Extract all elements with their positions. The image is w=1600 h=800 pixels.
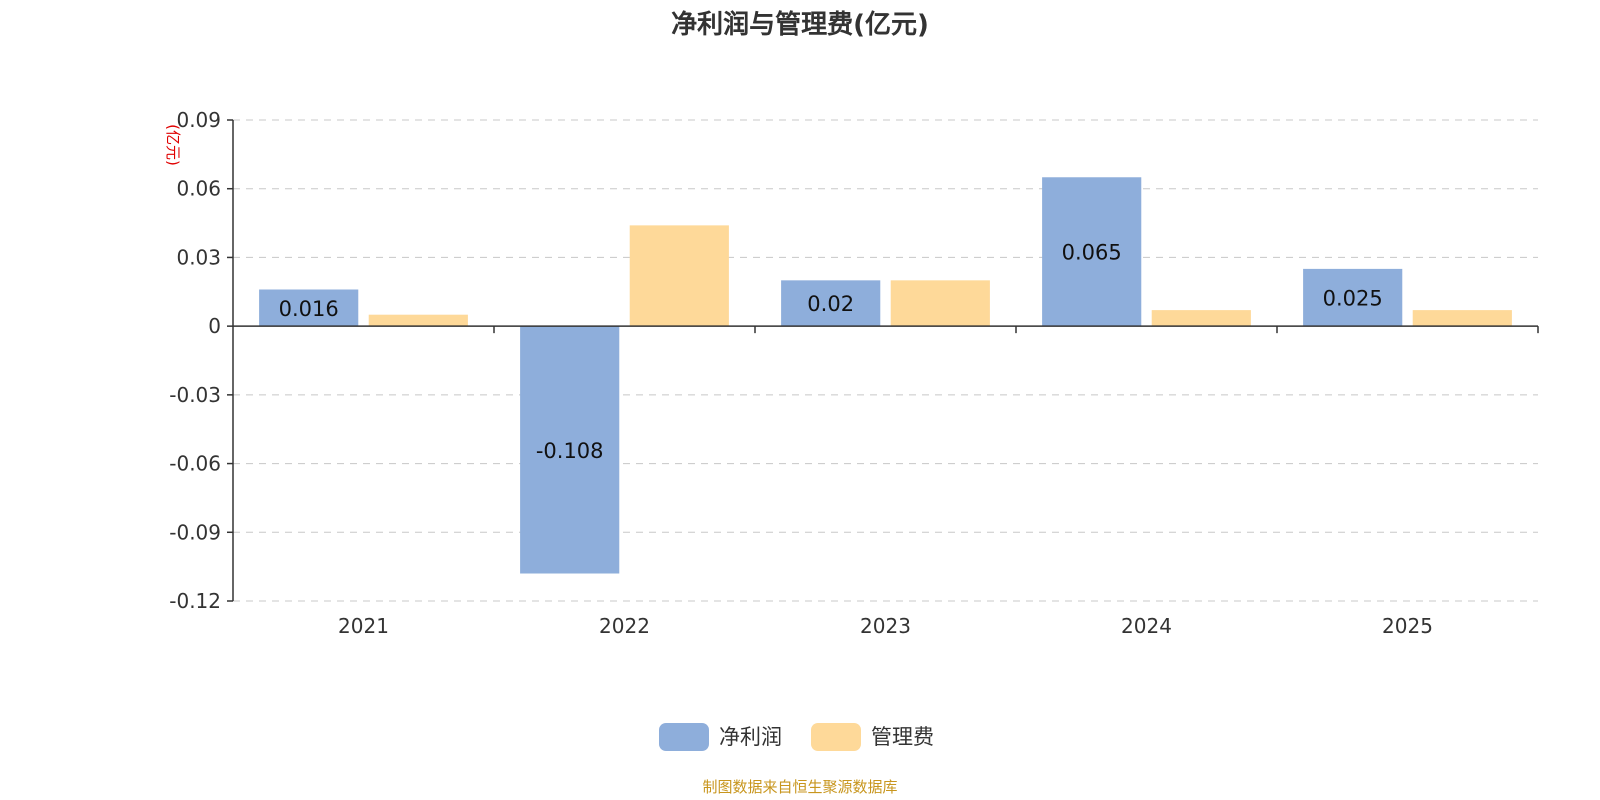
y-tick-label: -0.03 (169, 383, 221, 407)
data-label: 0.025 (1323, 287, 1383, 311)
bar-admin-expense-2025 (1412, 310, 1512, 327)
y-tick-label: -0.12 (169, 589, 221, 613)
chart-title: 净利润与管理费(亿元) (671, 9, 929, 40)
legend-swatch[interactable] (659, 723, 709, 751)
data-label: 0.016 (279, 297, 339, 321)
bar-net-profit-2023 (781, 280, 881, 327)
bar-net-profit-2024 (1042, 177, 1142, 327)
x-tick-label: 2024 (1121, 614, 1172, 638)
bar-net-profit-2022 (520, 326, 620, 574)
data-label: -0.108 (536, 439, 604, 463)
data-label: 0.02 (807, 292, 854, 316)
legend-swatch[interactable] (811, 723, 861, 751)
y-axis-unit-label: (亿元) (164, 124, 182, 166)
x-axis-ticks: 2021 2022 2023 2024 2025 (338, 614, 1433, 638)
legend: 净利润 管理费 (659, 723, 934, 751)
bars (259, 177, 1512, 574)
bar-admin-expense-2021 (368, 314, 468, 327)
grid-lines (233, 119, 1538, 602)
x-tick-label: 2023 (860, 614, 911, 638)
bar-admin-expense-2023 (890, 280, 990, 327)
y-axis-ticks: 0.09 0.06 0.03 0 -0.03 -0.06 -0.09 -0.12 (169, 108, 233, 613)
bar-net-profit-2021 (259, 289, 359, 327)
y-tick-label: -0.06 (169, 452, 221, 476)
legend-label[interactable]: 净利润 (719, 725, 782, 749)
x-tick-label: 2021 (338, 614, 389, 638)
bar-admin-expense-2022 (629, 225, 729, 327)
y-tick-label: 0 (208, 314, 221, 338)
data-label: 0.065 (1062, 241, 1122, 265)
bar-net-profit-2025 (1303, 268, 1403, 327)
axes (232, 120, 1539, 601)
y-tick-label: 0.03 (176, 245, 221, 269)
data-labels: 0.016 -0.108 0.02 0.065 0.025 (279, 241, 1383, 463)
x-tick-label: 2025 (1382, 614, 1433, 638)
legend-label[interactable]: 管理费 (871, 725, 934, 749)
y-tick-label: 0.09 (176, 108, 221, 132)
x-tick-label: 2022 (599, 614, 650, 638)
y-tick-label: -0.09 (169, 520, 221, 544)
bar-admin-expense-2024 (1151, 310, 1251, 327)
source-note: 制图数据来自恒生聚源数据库 (702, 778, 897, 796)
y-tick-label: 0.06 (176, 177, 221, 201)
